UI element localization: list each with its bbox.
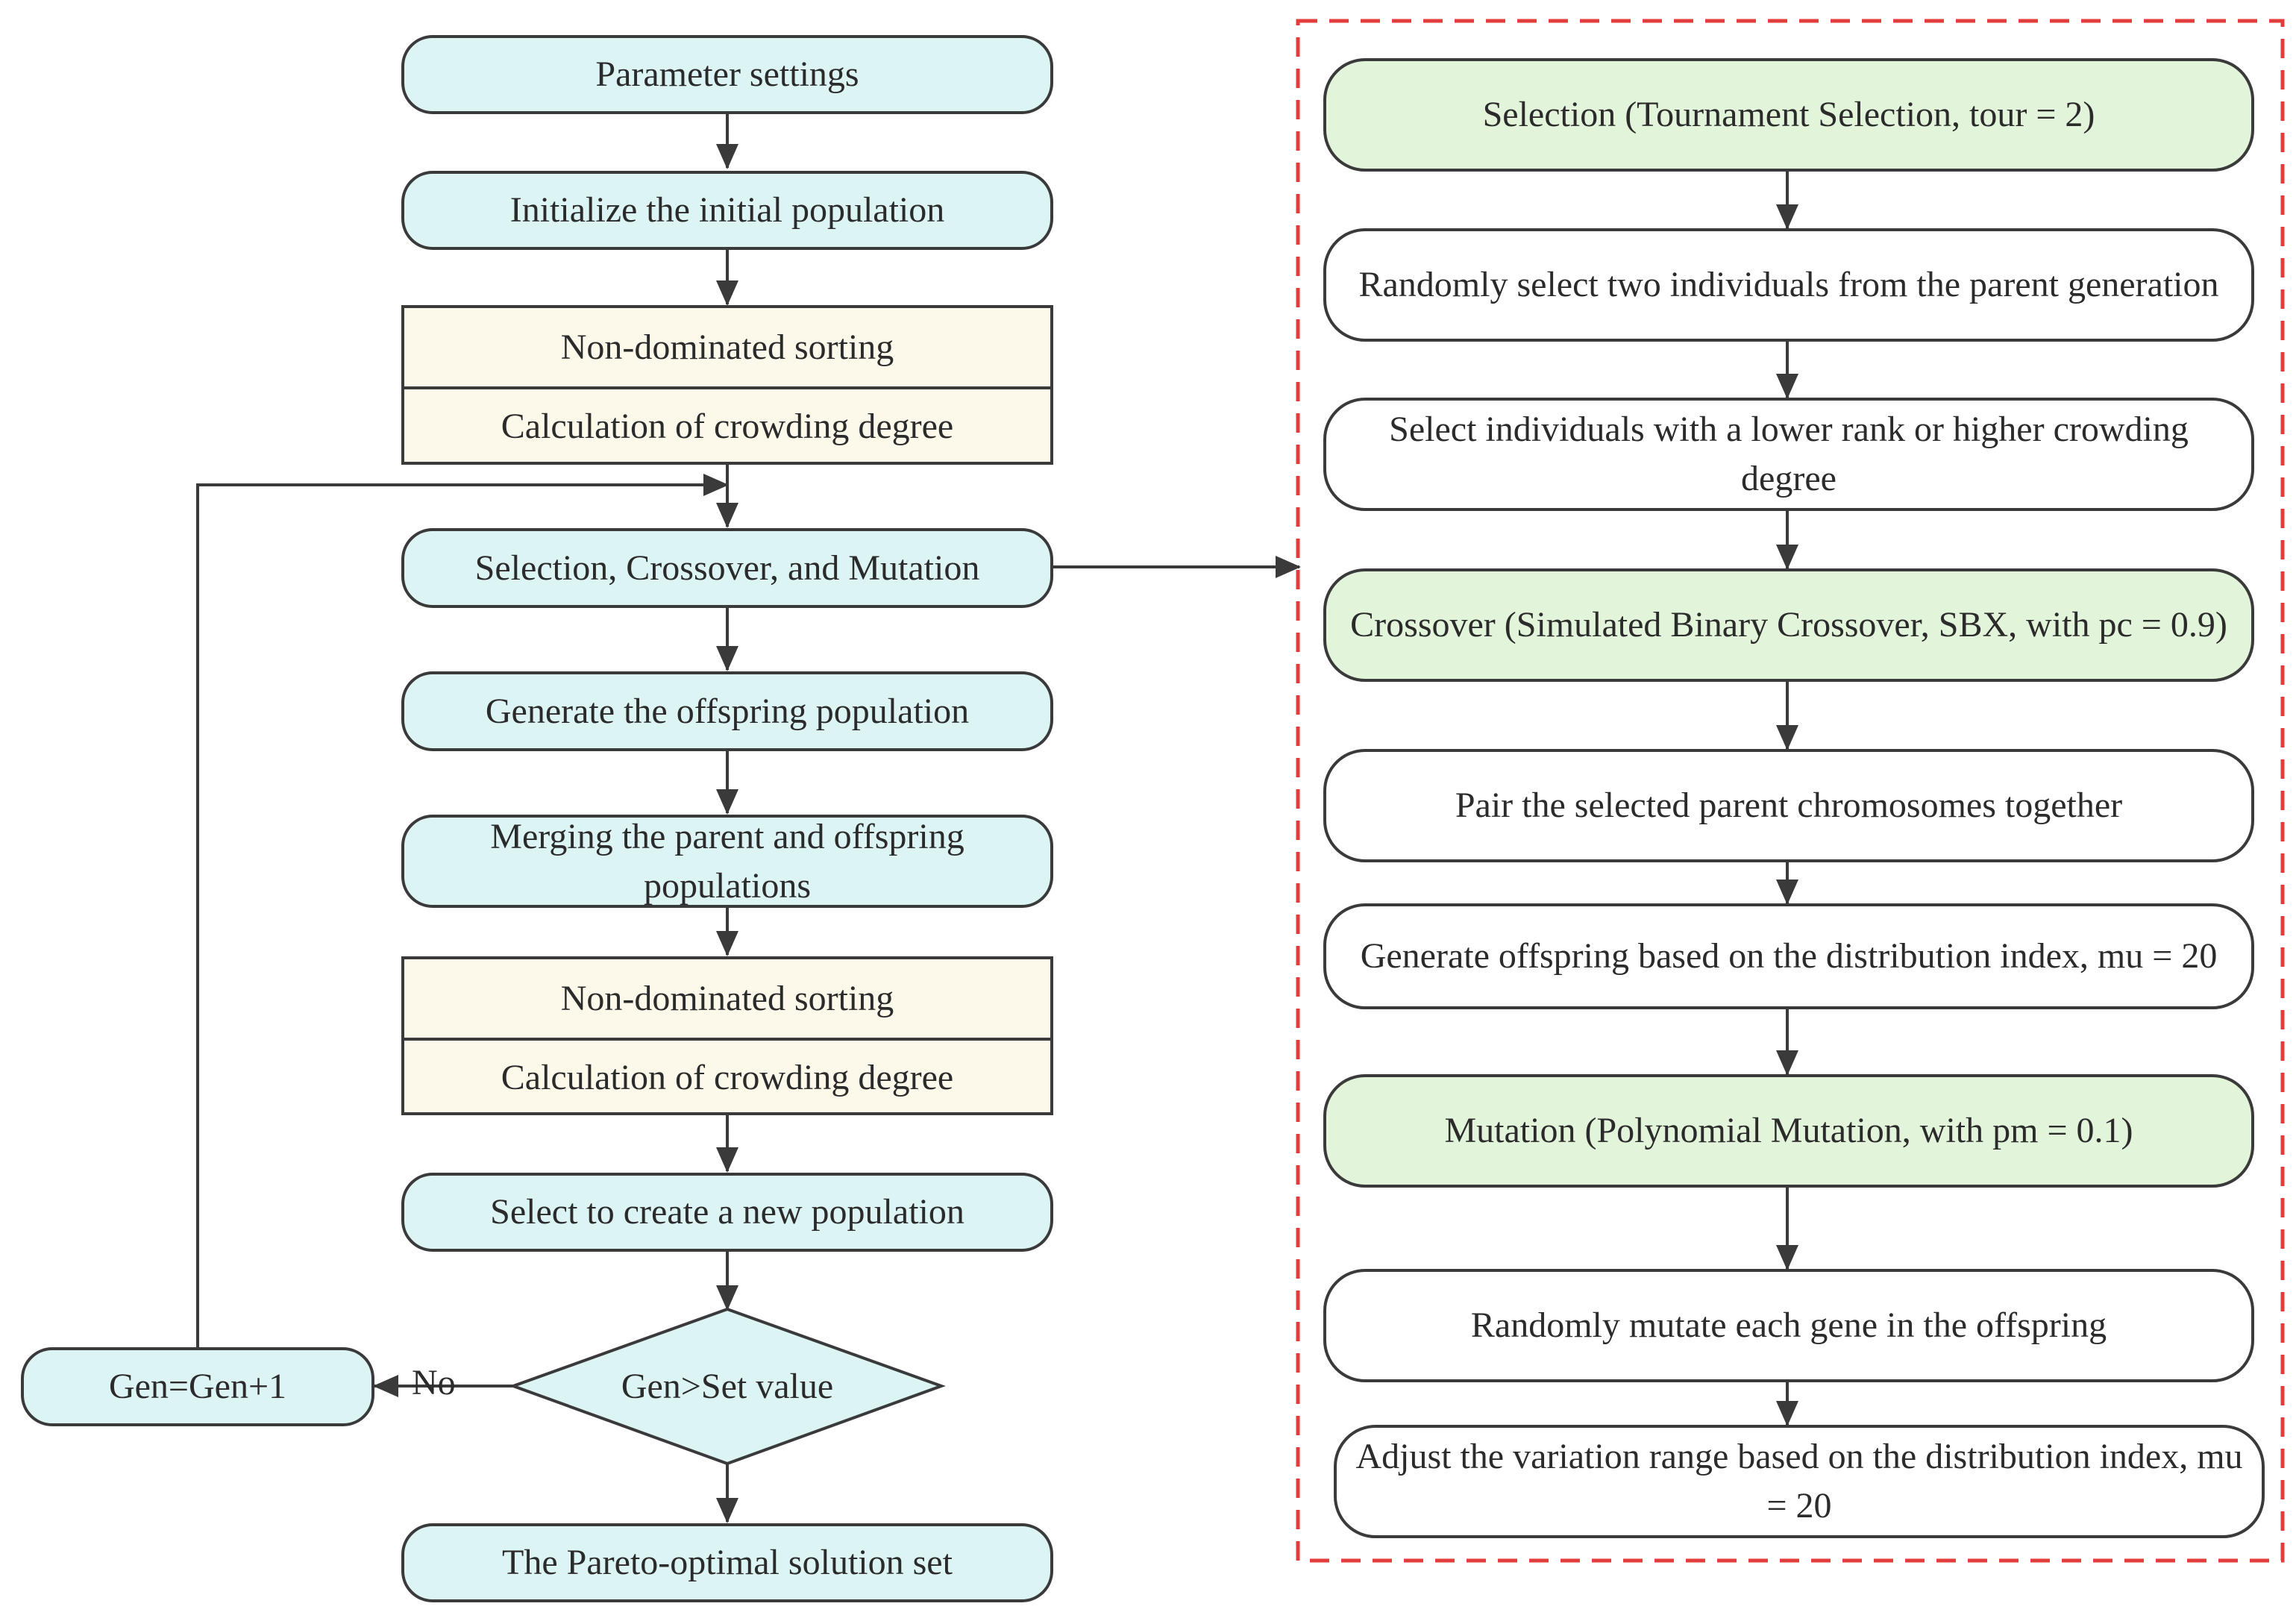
initialize-population-node: Initialize the initial population	[401, 171, 1053, 250]
non-dominated-sorting-2: Non-dominated sorting	[404, 959, 1050, 1038]
merging-node: Merging the parent and offspring populat…	[401, 815, 1053, 908]
arrow-loop-back	[196, 474, 729, 1347]
decision-diamond	[509, 1307, 946, 1466]
random-select-label: Randomly select two individuals from the…	[1358, 265, 2219, 304]
crossover-detail-label: Crossover (Simulated Binary Crossover, S…	[1350, 605, 2227, 645]
adjust-range-node: Adjust the variation range based on the …	[1334, 1425, 2265, 1538]
detail-boundary	[1296, 19, 2285, 1563]
generate-offspring-mu-node: Generate offspring based on the distribu…	[1323, 903, 2254, 1009]
generate-offspring-node: Generate the offspring population	[401, 671, 1053, 751]
select-new-population-node: Select to create a new population	[401, 1173, 1053, 1252]
merging-label: Merging the parent and offspring populat…	[490, 816, 964, 906]
gen-increment-node: Gen=Gen+1	[21, 1347, 374, 1426]
lower-rank-node: Select individuals with a lower rank or …	[1323, 398, 2254, 511]
non-dominated-sorting-1-label: Non-dominated sorting	[560, 327, 894, 367]
non-dominated-sorting-2-label: Non-dominated sorting	[560, 979, 894, 1018]
crowding-degree-1: Calculation of crowding degree	[404, 388, 1050, 465]
group-1-divider	[404, 386, 1050, 389]
pareto-set-label: The Pareto-optimal solution set	[502, 1543, 953, 1582]
random-mutate-node: Randomly mutate each gene in the offspri…	[1323, 1269, 2254, 1382]
generate-offspring-label: Generate the offspring population	[485, 691, 970, 731]
parameter-settings-label: Parameter settings	[595, 54, 859, 94]
pair-parents-node: Pair the selected parent chromosomes tog…	[1323, 749, 2254, 862]
crowding-degree-1-label: Calculation of crowding degree	[501, 407, 954, 446]
group-2-divider	[404, 1038, 1050, 1041]
selection-detail-node: Selection (Tournament Selection, tour = …	[1323, 58, 2254, 172]
gen-increment-label: Gen=Gen+1	[108, 1367, 287, 1406]
mutation-detail-node: Mutation (Polynomial Mutation, with pm =…	[1323, 1074, 2254, 1188]
selection-detail-label: Selection (Tournament Selection, tour = …	[1482, 95, 2095, 134]
pareto-set-node: The Pareto-optimal solution set	[401, 1523, 1053, 1602]
no-branch-label: No	[412, 1363, 456, 1402]
pair-parents-label: Pair the selected parent chromosomes tog…	[1455, 786, 2123, 825]
parameter-settings-node: Parameter settings	[401, 35, 1053, 114]
crowding-degree-2-label: Calculation of crowding degree	[501, 1057, 954, 1097]
adjust-range-label: Adjust the variation range based on the …	[1355, 1437, 2243, 1526]
sorting-group-2: Non-dominated sorting Calculation of cro…	[401, 956, 1053, 1115]
random-mutate-label: Randomly mutate each gene in the offspri…	[1470, 1305, 2107, 1345]
non-dominated-sorting-1: Non-dominated sorting	[404, 308, 1050, 386]
mutation-detail-label: Mutation (Polynomial Mutation, with pm =…	[1444, 1111, 2133, 1150]
decision-label: Gen>Set value	[621, 1366, 834, 1406]
random-select-node: Randomly select two individuals from the…	[1323, 228, 2254, 342]
selection-crossover-mutation-label: Selection, Crossover, and Mutation	[474, 548, 980, 588]
crowding-degree-2: Calculation of crowding degree	[404, 1039, 1050, 1115]
initialize-population-label: Initialize the initial population	[509, 190, 945, 230]
sorting-group-1: Non-dominated sorting Calculation of cro…	[401, 305, 1053, 465]
select-new-population-label: Select to create a new population	[490, 1192, 964, 1232]
selection-crossover-mutation-node: Selection, Crossover, and Mutation	[401, 528, 1053, 608]
crossover-detail-node: Crossover (Simulated Binary Crossover, S…	[1323, 568, 2254, 682]
lower-rank-label: Select individuals with a lower rank or …	[1389, 410, 2189, 498]
generate-offspring-mu-label: Generate offspring based on the distribu…	[1360, 936, 2218, 976]
